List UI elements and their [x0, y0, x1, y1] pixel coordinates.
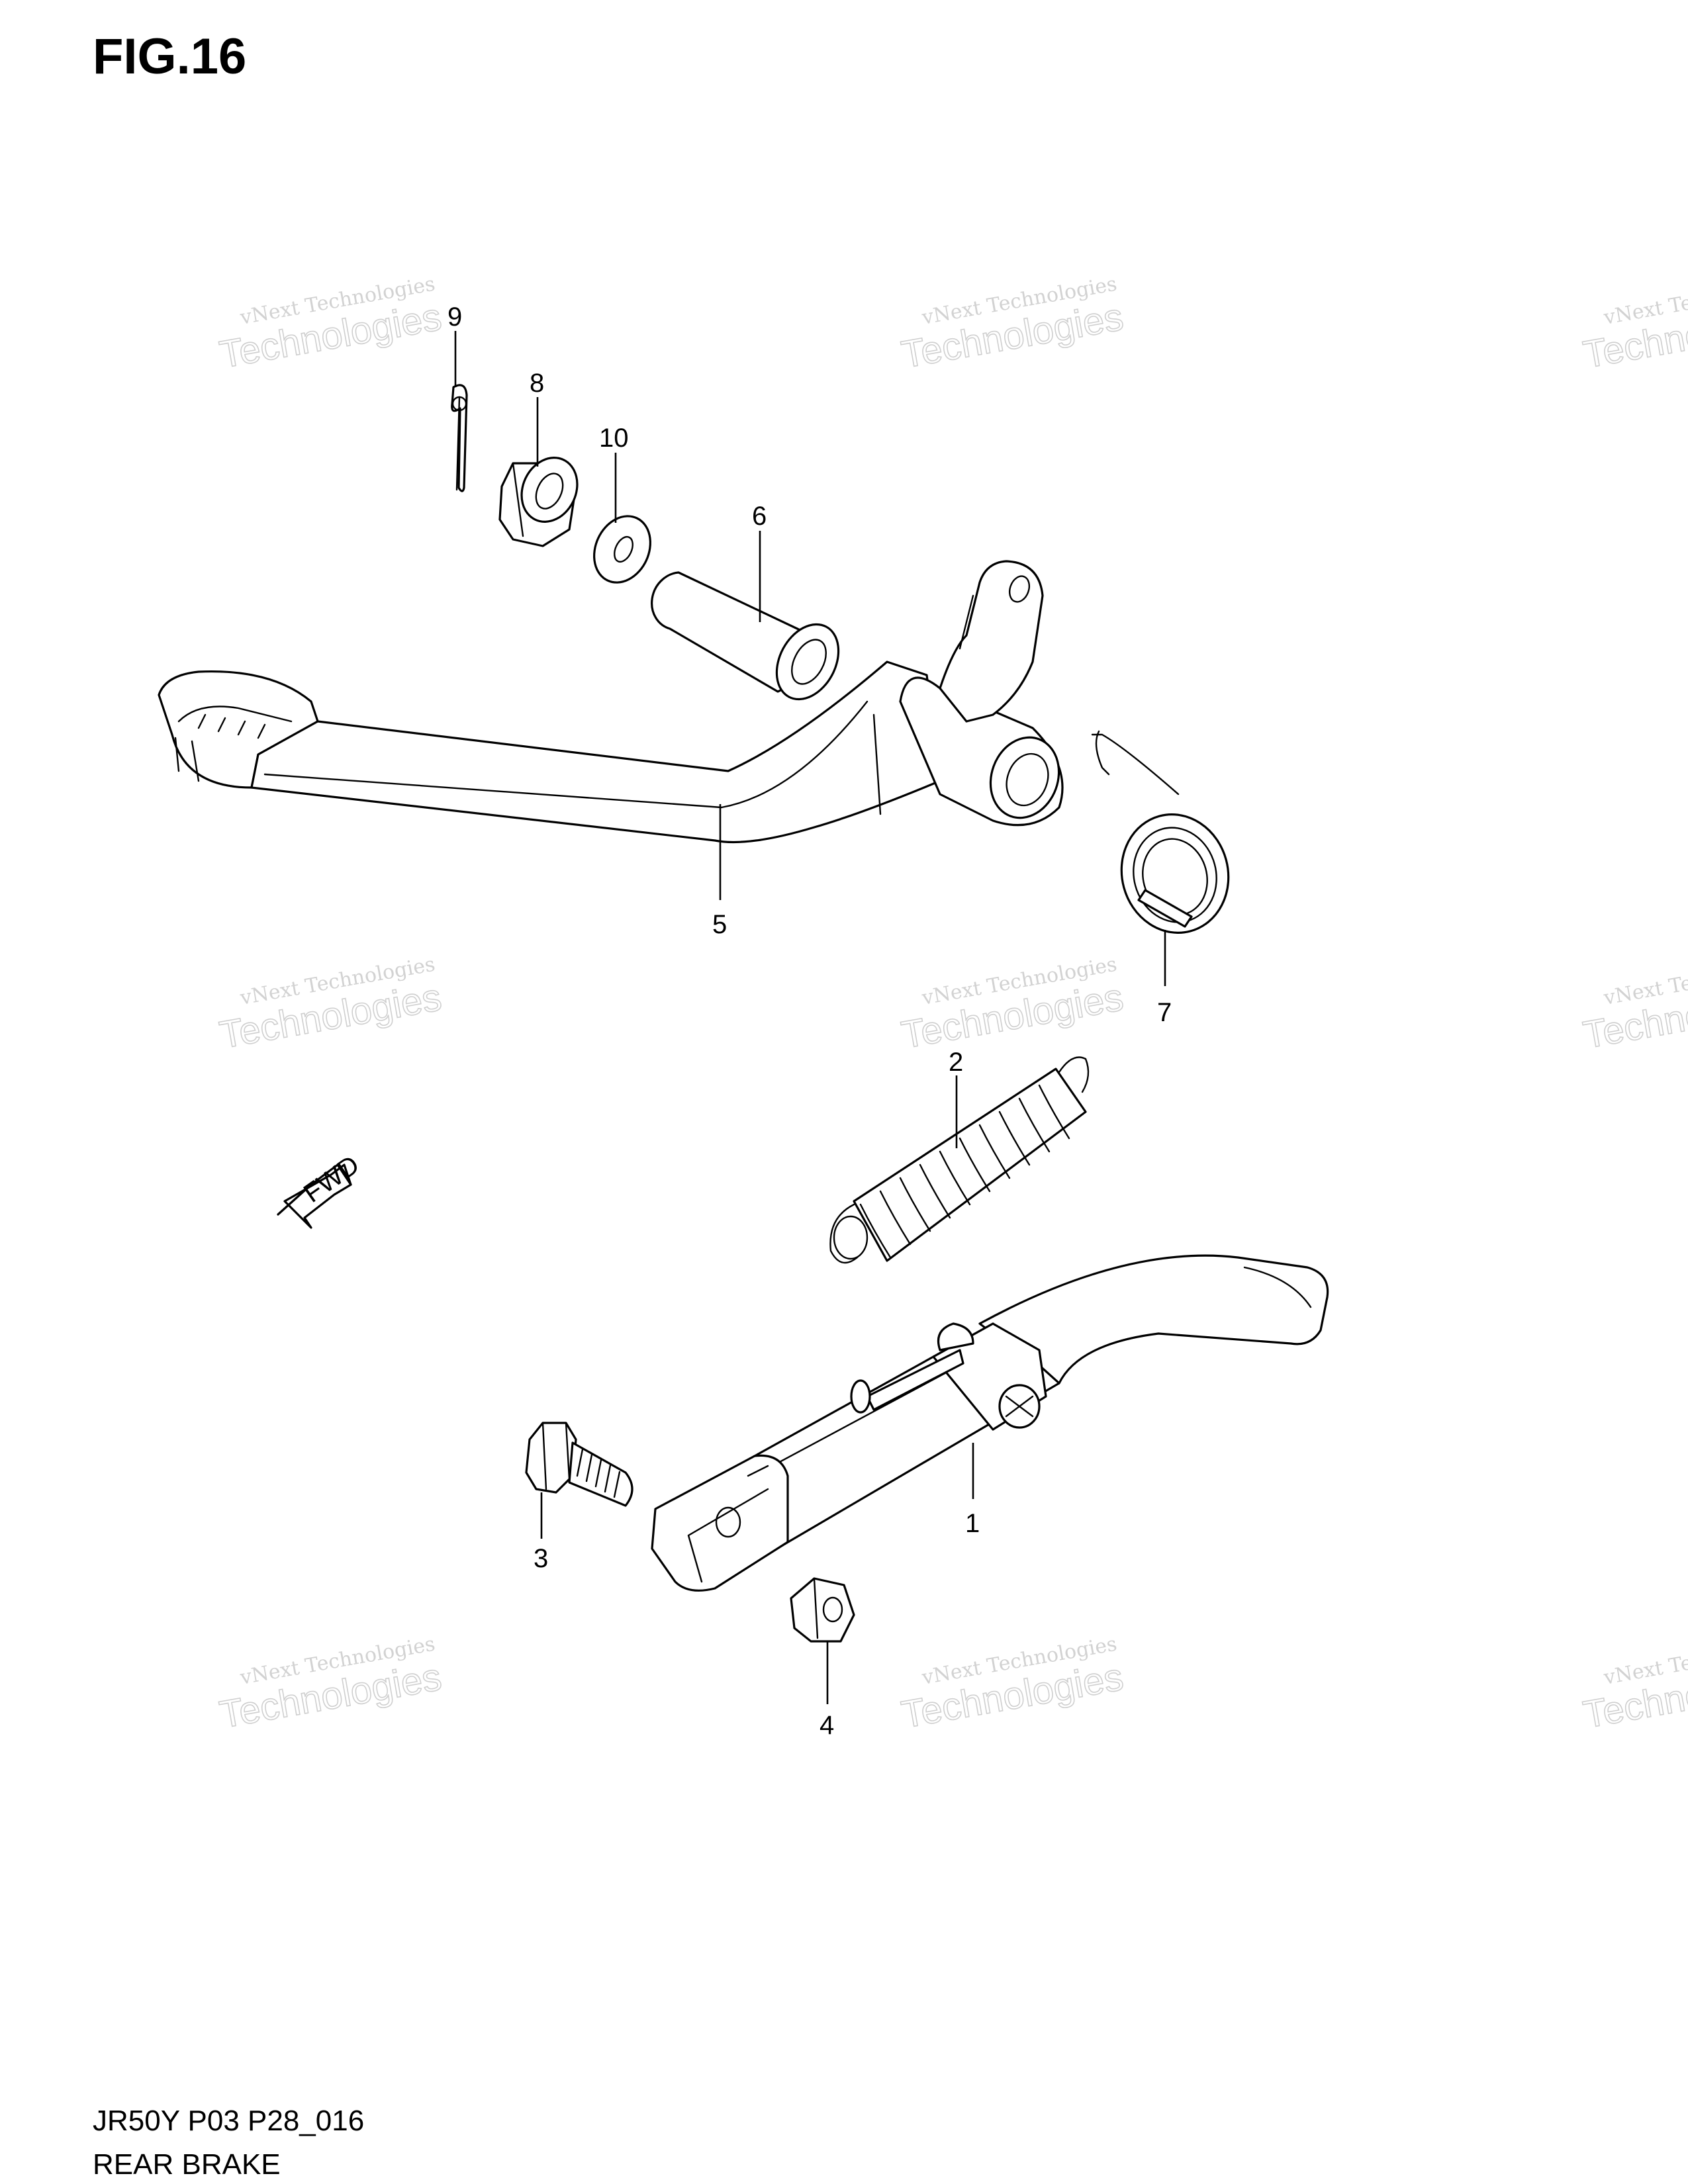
washer — [593, 515, 651, 584]
brake-rod-lever — [651, 1254, 1329, 1592]
figure-title: FIG.16 — [93, 28, 247, 85]
watermark-row-1: vNext Technologies Technologies vNext Te… — [216, 273, 1688, 377]
cotter-pin — [451, 384, 468, 492]
callout-5: 5 — [712, 910, 727, 939]
collar-nut — [498, 457, 579, 547]
callout-2: 2 — [949, 1048, 963, 1077]
diagram-name: REAR BRAKE — [93, 2148, 281, 2181]
callout-10: 10 — [599, 424, 629, 453]
callout-6: 6 — [752, 502, 767, 531]
callout-7: 7 — [1157, 998, 1172, 1027]
brake-pedal — [158, 560, 1064, 844]
pivot-sleeve — [651, 571, 840, 701]
diagram-code: JR50Y P03 P28_016 — [93, 2105, 365, 2137]
tension-spring — [829, 1056, 1090, 1264]
callout-8: 8 — [530, 369, 544, 398]
return-spring — [1091, 730, 1230, 934]
fwd-label: FWD — [299, 1150, 365, 1208]
rod-nut — [790, 1577, 855, 1643]
watermark-row-2: vNext Technologies Technologies vNext Te… — [216, 953, 1688, 1058]
callout-1: 1 — [965, 1509, 980, 1538]
callout-3: 3 — [534, 1544, 548, 1573]
watermark-row-3: vNext Technologies Technologies vNext Te… — [216, 1633, 1688, 1737]
forward-arrow-icon: FWD — [277, 1150, 365, 1229]
callout-4: 4 — [820, 1711, 834, 1740]
pivot-bolt — [525, 1422, 633, 1507]
callout-9: 9 — [447, 302, 462, 332]
